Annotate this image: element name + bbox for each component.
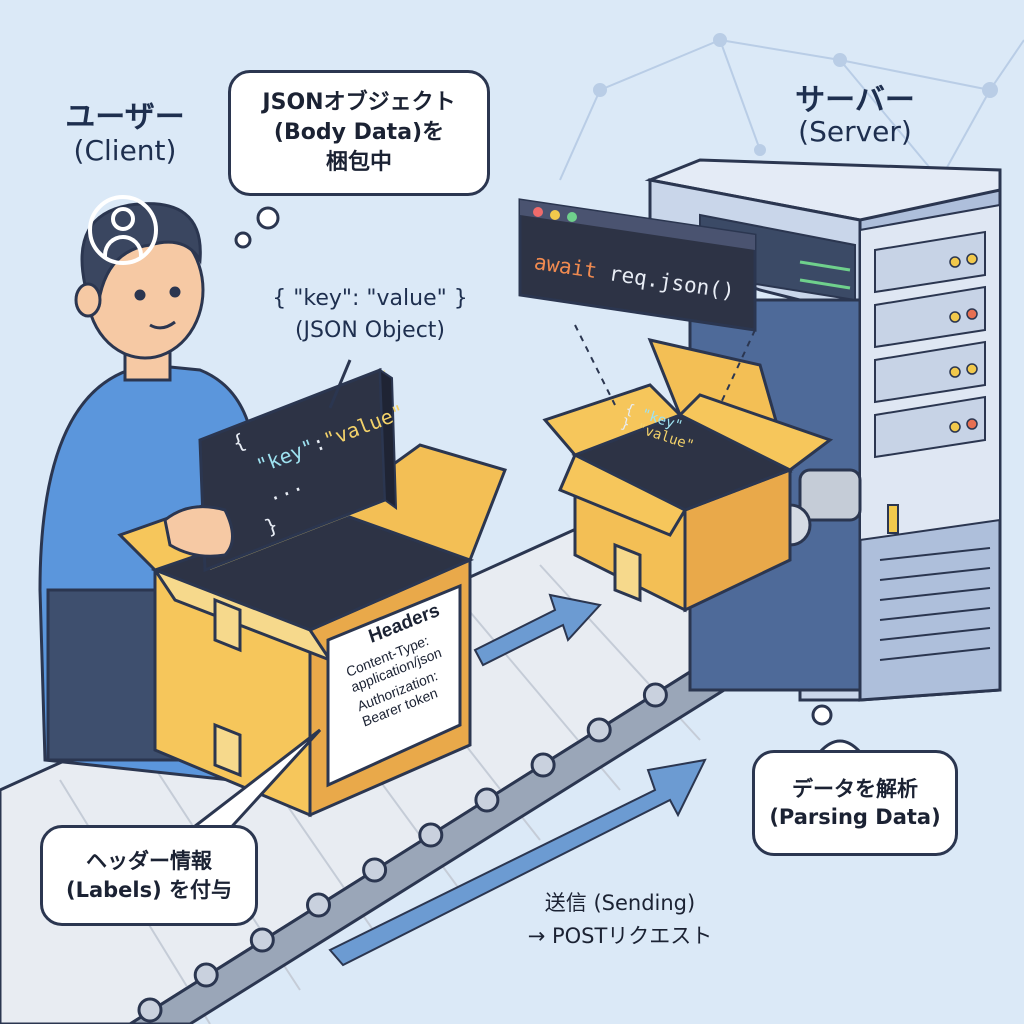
headers-bubble-line2: (Labels) を付与 (65, 877, 233, 902)
conveyor-roller (193, 962, 219, 988)
conveyor-roller (642, 682, 668, 708)
user-hand (163, 505, 234, 558)
conveyor-roller (137, 997, 163, 1023)
terminal-window (518, 198, 757, 332)
conveyor-roller (306, 892, 331, 918)
sending-arrows (328, 593, 707, 967)
parcel-box-client (117, 443, 507, 818)
packing-bubble: JSONオブジェクト (Body Data)を 梱包中 (228, 70, 490, 196)
client-subtitle: (Client) (73, 134, 177, 167)
server-tower (644, 158, 1002, 702)
parsing-bubble-line1: データを解析 (792, 776, 918, 801)
sending-caption-line2: → POSTリクエスト (527, 923, 713, 948)
conveyor-roller (418, 822, 444, 848)
packing-bubble-line1: JSONオブジェクト (262, 90, 456, 116)
parsing-bubble: データを解析 (Parsing Data) (752, 750, 958, 856)
conveyor-roller (530, 752, 556, 778)
packing-bubble-line3: 梱包中 (325, 149, 392, 175)
conveyor-roller (474, 787, 500, 813)
headers-bubble: ヘッダー情報 (Labels) を付与 (40, 825, 258, 926)
parcel-box-server (542, 337, 834, 613)
json-object-caption-line1: { "key": "value" } (272, 286, 468, 311)
json-object-caption: { "key": "value" } (JSON Object) (245, 283, 495, 347)
user-icon (88, 195, 158, 265)
packing-bubble-line2: (Body Data)を (273, 120, 445, 146)
headers-bubble-line1: ヘッダー情報 (86, 849, 212, 874)
window-dots-icon (533, 207, 577, 222)
conveyor-roller (249, 927, 275, 953)
server-subtitle: (Server) (798, 115, 912, 148)
sending-caption-line1: 送信 (Sending) (544, 891, 696, 915)
server-title: サーバー (795, 83, 915, 118)
sending-caption: 送信 (Sending) → POSTリクエスト (490, 887, 750, 952)
json-object-caption-line2: (JSON Object) (294, 317, 446, 343)
conveyor-roller (362, 857, 388, 883)
server-status-lights (949, 253, 978, 433)
conveyor-roller (586, 717, 612, 743)
parsing-bubble-line2: (Parsing Data) (769, 805, 941, 829)
client-title: ユーザー (65, 100, 185, 135)
